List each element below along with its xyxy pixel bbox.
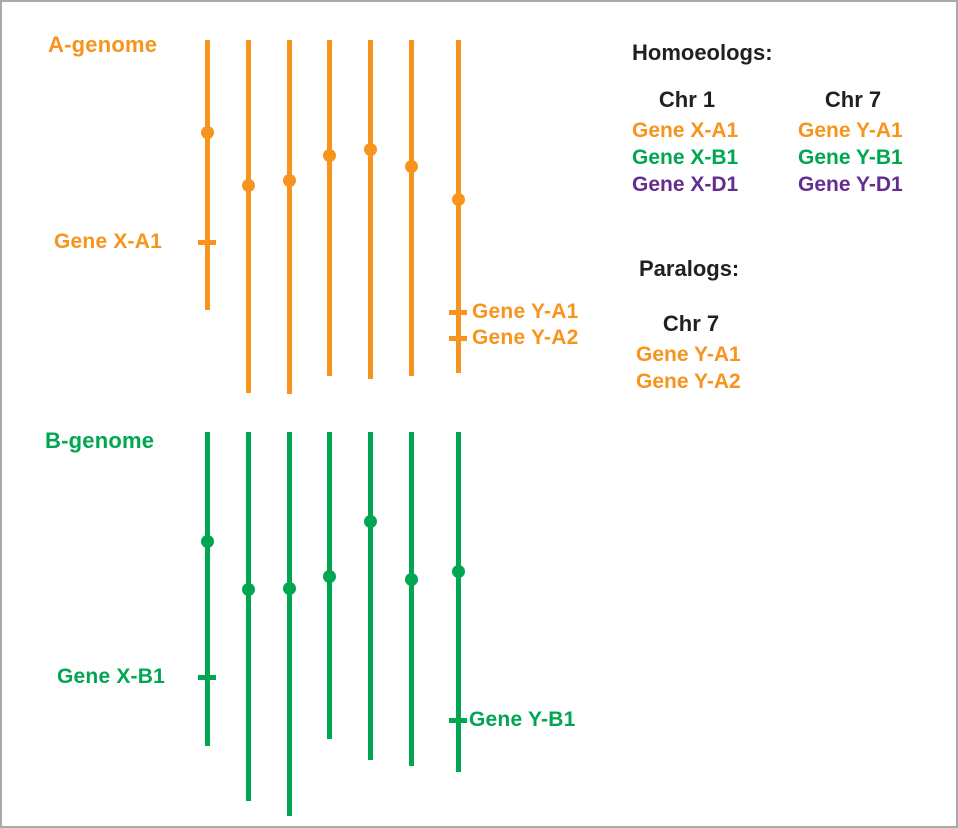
a-genome-gene-locus-tick — [449, 309, 467, 315]
a-genome-chromosome-4 — [326, 40, 332, 376]
legend-gene-label: Gene X-B1 — [632, 146, 739, 169]
b-genome-chromosome-3 — [286, 432, 292, 816]
a-genome-centromere-dot — [282, 173, 296, 187]
a-genome-label: A-genome — [48, 32, 158, 57]
a-genome-chromosome-3 — [286, 40, 292, 394]
a-genome-centromere-dot — [200, 125, 214, 139]
gene-x-b1-label: Gene X-B1 — [57, 665, 165, 688]
a-genome-chromosome-6 — [408, 40, 414, 376]
b-genome-centromere-dot — [451, 564, 465, 578]
gene-x-a1-label: Gene X-A1 — [54, 230, 162, 253]
legend-gene-label: Gene X-D1 — [632, 173, 739, 196]
a-genome-gene-locus-tick — [449, 335, 467, 341]
b-genome-centromere-dot — [241, 582, 255, 596]
a-genome-gene-locus-tick — [198, 239, 216, 245]
b-genome-centromere-dot — [322, 569, 336, 583]
b-genome-chromosome-2 — [245, 432, 251, 801]
a-genome-centromere-dot — [322, 148, 336, 162]
legend-gene-label: Gene X-A1 — [632, 119, 739, 142]
a-genome-chromosome-5 — [367, 40, 373, 379]
a-genome-centromere-dot — [404, 159, 418, 173]
legend-gene-label: Gene Y-B1 — [798, 146, 903, 169]
b-genome-centromere-dot — [404, 572, 418, 586]
legend-chr-header: Chr 7 — [662, 311, 720, 336]
b-genome-centromere-dot — [363, 514, 377, 528]
b-genome-label: B-genome — [45, 428, 155, 453]
b-genome-centromere-dot — [282, 581, 296, 595]
gene-y-a1-label: Gene Y-A1 — [472, 300, 579, 323]
b-genome-chromosome-7 — [455, 432, 461, 772]
paralogs-title: Paralogs: — [639, 256, 740, 281]
legend-chr-header: Chr 1 — [658, 87, 716, 112]
legend-gene-label: Gene Y-A2 — [636, 370, 741, 393]
a-genome-chromosome-7 — [455, 40, 461, 373]
a-genome-chromosome-1 — [204, 40, 210, 310]
homoeologs-title: Homoeologs: — [632, 40, 773, 65]
b-genome-chromosome-5 — [367, 432, 373, 760]
gene-y-a2-label: Gene Y-A2 — [472, 326, 579, 349]
legend-gene-label: Gene Y-A1 — [636, 343, 741, 366]
a-genome-centromere-dot — [451, 192, 465, 206]
b-genome-gene-locus-tick — [449, 717, 467, 723]
b-genome-chromosome-4 — [326, 432, 332, 739]
a-genome-centromere-dot — [363, 142, 377, 156]
legend-gene-label: Gene Y-D1 — [798, 173, 903, 196]
a-genome-centromere-dot — [241, 178, 255, 192]
legend-chr-header: Chr 7 — [824, 87, 882, 112]
b-genome-chromosome-6 — [408, 432, 414, 766]
b-genome-chromosome-1 — [204, 432, 210, 746]
b-genome-gene-locus-tick — [198, 674, 216, 680]
gene-y-b1-label: Gene Y-B1 — [469, 708, 576, 731]
legend-gene-label: Gene Y-A1 — [798, 119, 903, 142]
b-genome-centromere-dot — [200, 534, 214, 548]
a-genome-chromosome-2 — [245, 40, 251, 393]
